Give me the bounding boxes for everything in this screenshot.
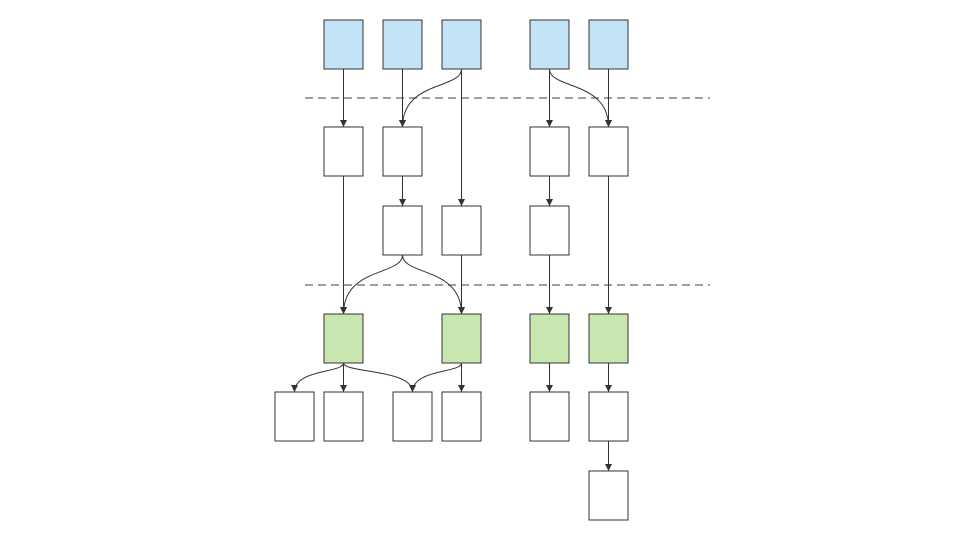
- node-intermediate-m1: [323, 126, 364, 177]
- node-input-in5: [588, 19, 629, 70]
- node-result-r4: [441, 391, 482, 442]
- node-intermediate-m5: [588, 126, 629, 177]
- node-result-r6: [588, 391, 629, 442]
- node-result-r1: [274, 391, 315, 442]
- node-output_stage-g3: [441, 313, 482, 364]
- node-intermediate-m2: [382, 126, 423, 177]
- node-intermediate-m4: [529, 126, 570, 177]
- node-intermediate-m4b: [529, 205, 570, 256]
- node-output_stage-g4: [529, 313, 570, 364]
- edge-m2b-to-g3: [402, 254, 465, 315]
- node-intermediate-m2b: [382, 205, 423, 256]
- node-input-in3: [441, 19, 482, 70]
- node-result-r7: [588, 470, 629, 521]
- node-input-in2: [382, 19, 423, 70]
- edge-g3-to-r3: [409, 362, 462, 393]
- node-result-r2: [323, 391, 364, 442]
- edge-m2b-to-g1: [340, 254, 403, 315]
- edge-in3-to-m2: [399, 68, 462, 128]
- node-result-r3: [392, 391, 433, 442]
- node-input-in1: [323, 19, 364, 70]
- node-input-in4: [529, 19, 570, 70]
- node-output_stage-g5: [588, 313, 629, 364]
- node-output_stage-g1: [323, 313, 364, 364]
- edge-g1-to-r1: [291, 362, 344, 393]
- edge-in4-to-m5: [549, 68, 612, 128]
- node-intermediate-m3b: [441, 205, 482, 256]
- edge-g1-to-r3: [343, 362, 416, 393]
- node-result-r5: [529, 391, 570, 442]
